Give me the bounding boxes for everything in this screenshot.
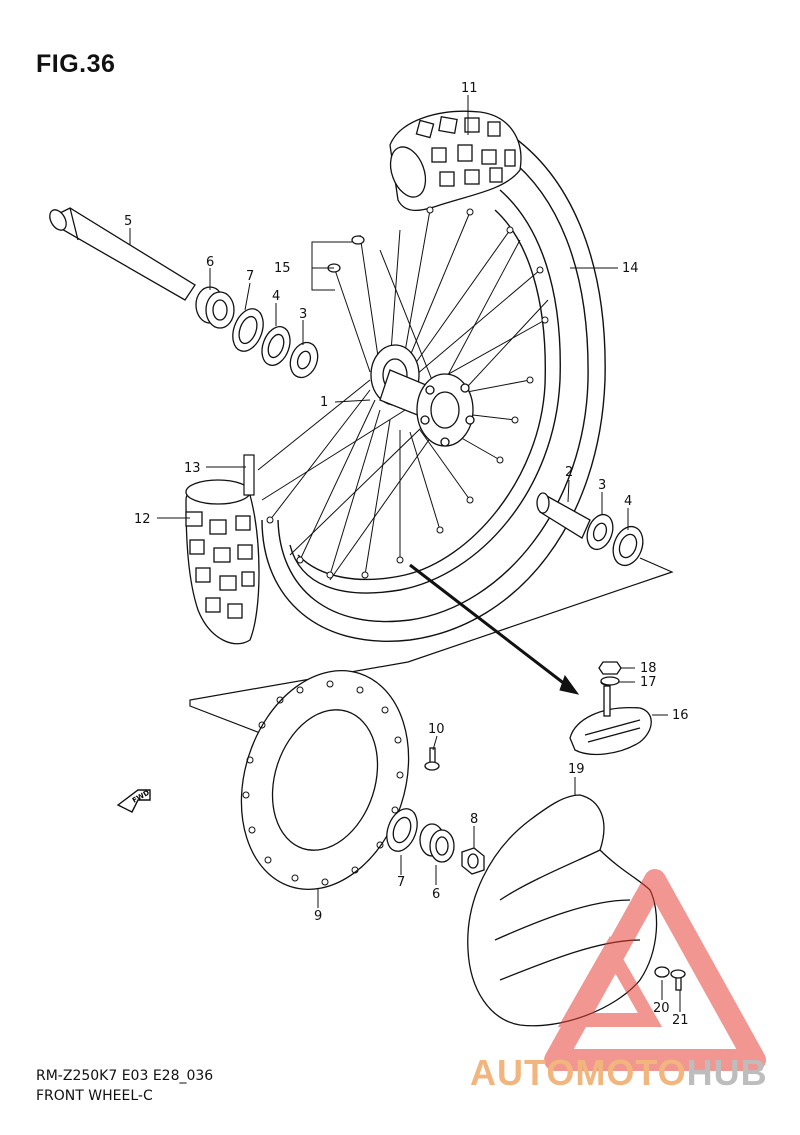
assembly-outline <box>189 557 674 737</box>
wheel-rim <box>261 127 606 642</box>
callout-5: 5 <box>124 214 132 229</box>
fwd-arrow-icon: FWD <box>116 789 151 813</box>
rim-lock-washer <box>600 676 620 686</box>
callout-13: 13 <box>184 461 201 476</box>
callout-6-lower: 6 <box>432 887 440 902</box>
callout-9: 9 <box>314 909 322 924</box>
watermark-text: AUTOMOTOHUB <box>470 1052 768 1094</box>
tire-tread-top <box>389 110 522 212</box>
rim-lock-pointer <box>409 563 580 695</box>
figure-name-caption: FRONT WHEEL-C <box>36 1088 153 1104</box>
watermark-logo <box>544 869 766 1071</box>
rim-lock <box>569 678 652 756</box>
callout-19: 19 <box>568 762 585 777</box>
spoke-nipples <box>266 206 549 579</box>
leader-lines <box>129 95 681 1012</box>
callout-4-lower: 4 <box>624 494 632 509</box>
left-spacer-collar <box>195 286 235 329</box>
callout-6-upper: 6 <box>206 255 214 270</box>
lower-spacer-collar <box>419 823 455 863</box>
fwd-label: FWD <box>131 789 151 805</box>
valve-clip <box>243 454 255 496</box>
right-bearing <box>586 513 614 551</box>
callout-18: 18 <box>640 661 657 676</box>
callout-3-upper: 3 <box>299 307 307 322</box>
callout-14: 14 <box>622 261 639 276</box>
callout-16: 16 <box>672 708 689 723</box>
callout-2: 2 <box>565 465 573 480</box>
callout-17: 17 <box>640 675 657 690</box>
callout-7-lower: 7 <box>397 875 405 890</box>
callout-8: 8 <box>470 812 478 827</box>
spoke-screws <box>327 235 365 273</box>
model-code-caption: RM-Z250K7 E03 E28_036 <box>36 1068 214 1084</box>
right-oil-seal <box>612 525 644 567</box>
callout-7-upper: 7 <box>246 269 254 284</box>
callout-4-upper: 4 <box>272 289 280 304</box>
callout-20: 20 <box>653 1001 670 1016</box>
cover-bolt <box>670 969 686 991</box>
callout-21: 21 <box>672 1013 689 1028</box>
disc-bolt <box>424 747 440 771</box>
callout-10: 10 <box>428 722 445 737</box>
left-bearing <box>289 341 319 379</box>
wheel-hub <box>370 344 475 447</box>
front-axle <box>48 207 196 301</box>
callout-numbers: 11 5 6 7 4 3 15 14 1 13 12 2 3 4 18 17 1… <box>124 81 689 1028</box>
left-dust-seal <box>232 308 264 352</box>
callout-1: 1 <box>320 395 328 410</box>
callout-12: 12 <box>134 512 151 527</box>
brake-disc <box>240 670 410 890</box>
tire-tread-bottom <box>185 479 260 645</box>
cover-washer <box>654 966 670 978</box>
callout-3-lower: 3 <box>598 478 606 493</box>
figure-title: FIG.36 <box>36 50 116 78</box>
watermark-text-part2: HUB <box>686 1052 768 1093</box>
hub-spacer <box>536 492 591 539</box>
lower-dust-seal <box>386 808 418 852</box>
watermark-text-part1: AUTOMOTO <box>470 1052 687 1093</box>
axle-nut <box>461 847 485 875</box>
rim-lock-nut <box>598 661 622 675</box>
left-oil-seal <box>261 326 291 366</box>
callout-11: 11 <box>461 81 478 96</box>
callout-15: 15 <box>274 261 291 276</box>
